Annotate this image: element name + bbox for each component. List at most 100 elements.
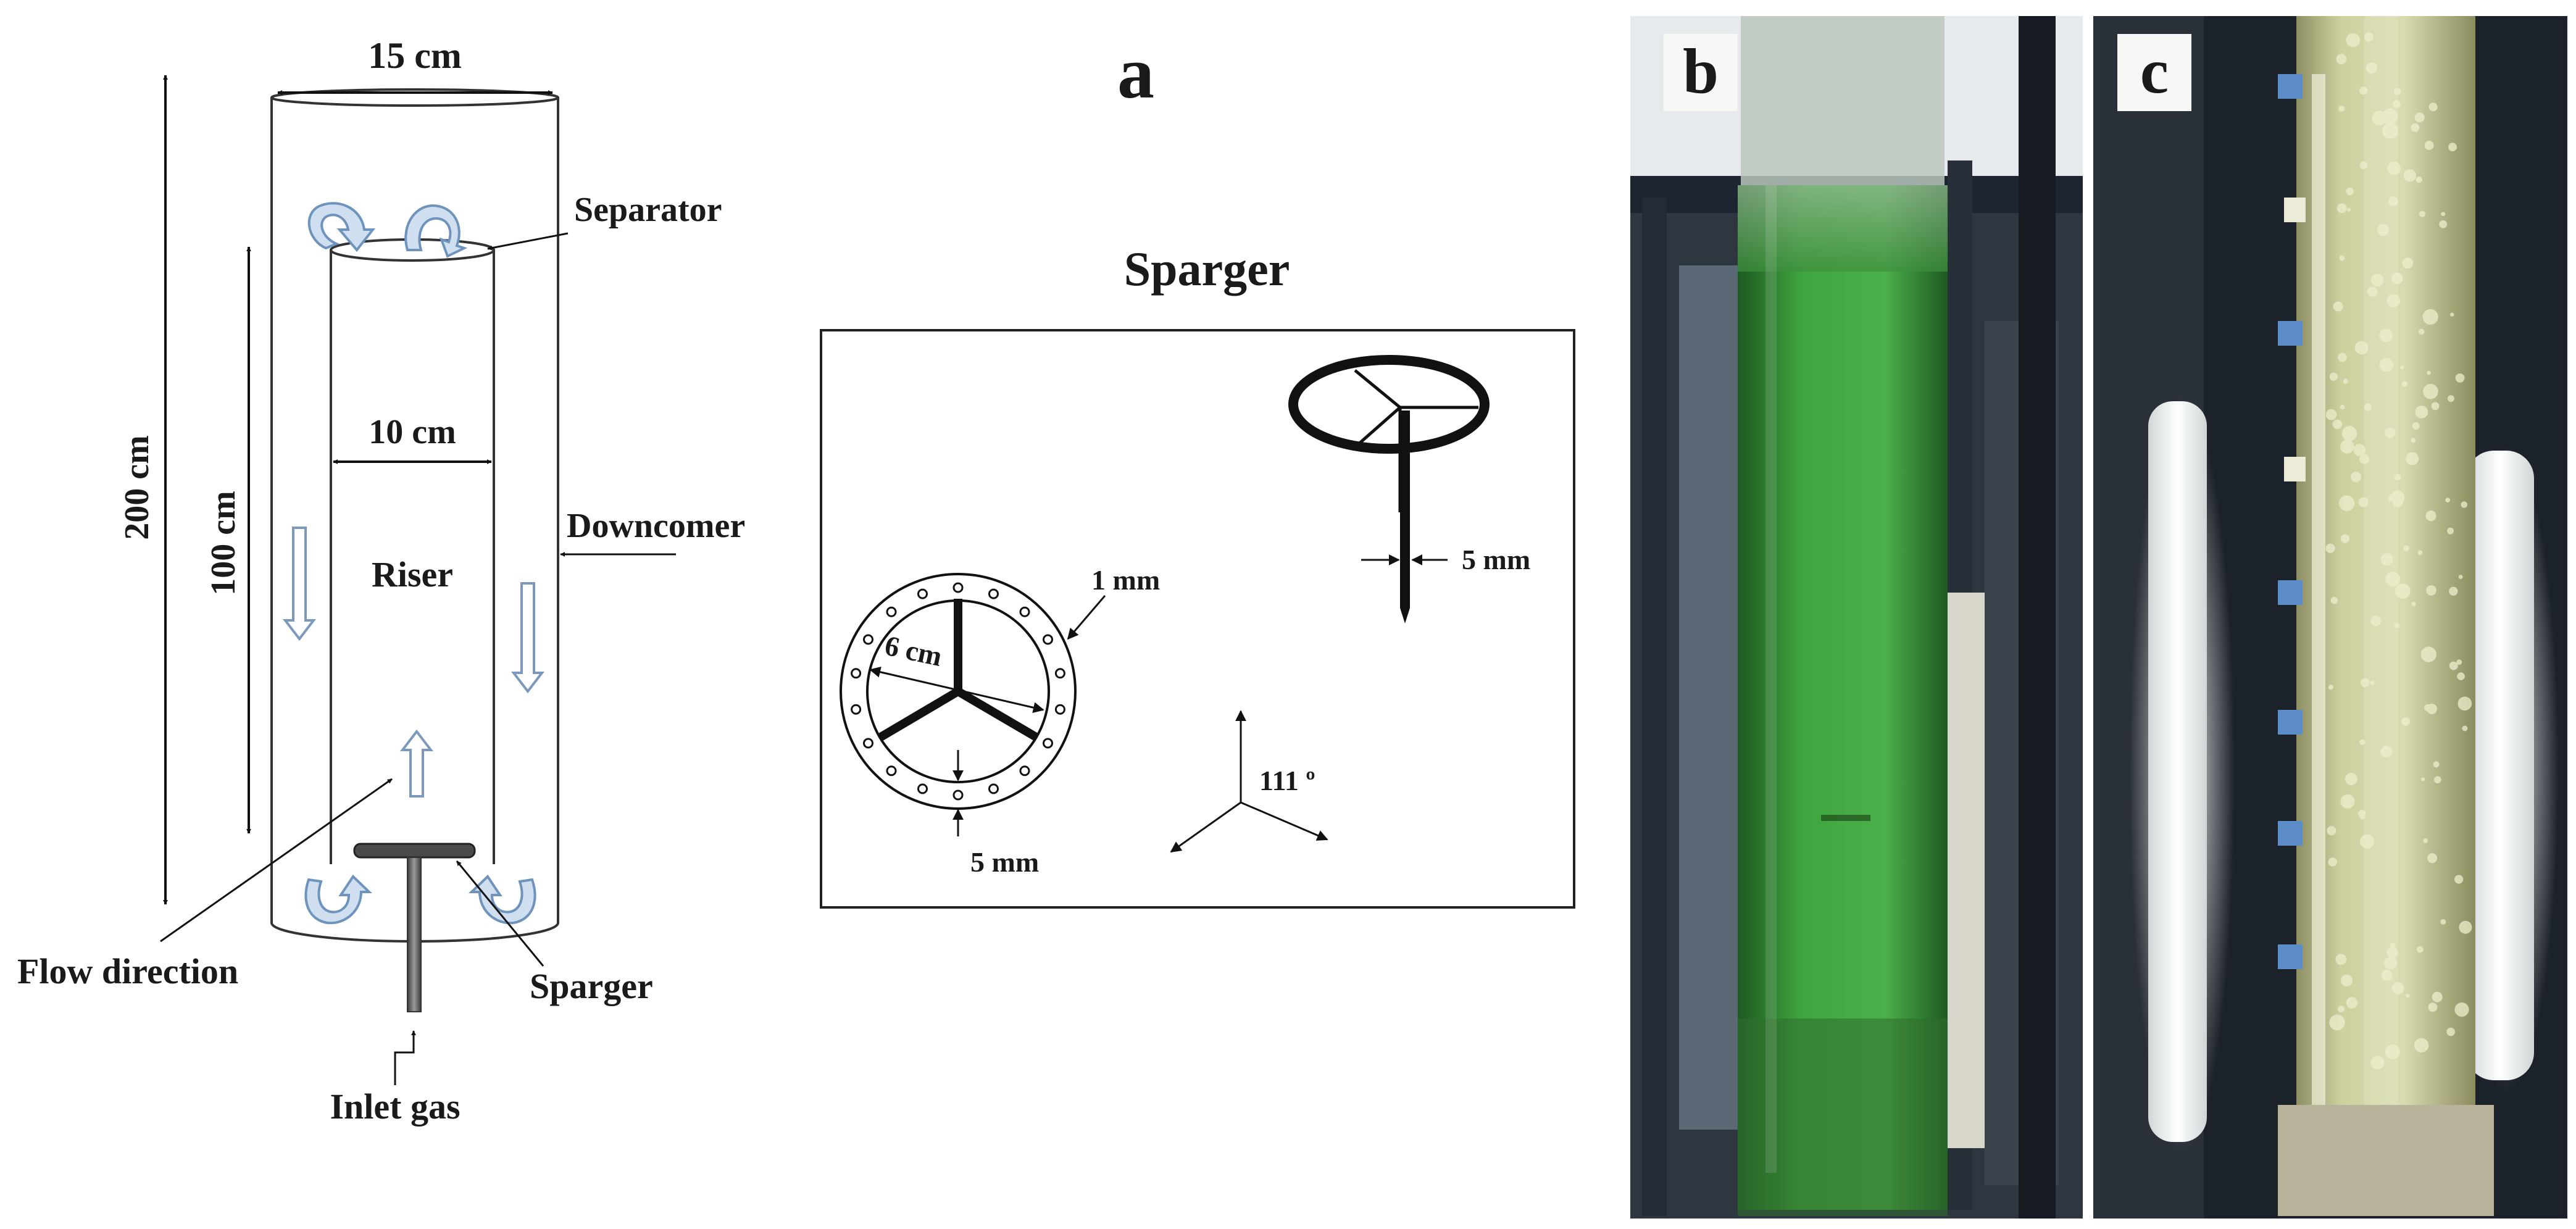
culture-bubble — [2401, 717, 2411, 726]
culture-bubble — [2458, 575, 2463, 579]
label-sparger: Sparger — [530, 966, 653, 1006]
culture-bubble — [2440, 919, 2446, 925]
culture-bubble — [2335, 954, 2347, 965]
culture-bubble — [2403, 169, 2416, 182]
culture-bubble — [2454, 875, 2464, 884]
culture-bubble — [2385, 1044, 2400, 1059]
culture-bubble — [2432, 991, 2443, 1002]
culture-bubble — [2414, 112, 2425, 123]
culture-bubble — [2387, 161, 2401, 175]
culture-bubble — [2454, 1002, 2469, 1017]
photo-c-frame — [2092, 15, 2569, 1220]
culture-bubble — [2456, 659, 2462, 665]
sparger-hole — [851, 668, 862, 679]
sparger-hole — [1043, 634, 1053, 645]
culture-bubble — [2428, 102, 2438, 112]
label-downcomer: Downcomer — [567, 507, 745, 545]
culture-bubble — [2336, 203, 2347, 214]
label-inlet-gas: Inlet gas — [330, 1086, 460, 1127]
culture-bubble — [2455, 373, 2465, 383]
culture-bubble — [2462, 725, 2468, 731]
culture-bubble — [2459, 920, 2472, 934]
culture-bubble — [2329, 1014, 2345, 1031]
leader-separator — [487, 232, 569, 251]
label-arm-angle: 111 º — [1259, 765, 1315, 796]
culture-bubble — [2423, 383, 2438, 399]
culture-bubble — [2382, 970, 2393, 981]
culture-bubble — [2426, 585, 2436, 596]
culture-bubble — [2412, 422, 2420, 430]
culture-bubble — [2394, 623, 2400, 628]
down-arrow-left — [282, 527, 317, 641]
culture-bubble — [2431, 402, 2440, 410]
culture-bubble — [2461, 501, 2468, 508]
culture-bubble — [2359, 86, 2368, 95]
photo-b — [1630, 15, 2083, 1219]
culture-bubble — [2449, 586, 2458, 596]
culture-bubble — [2338, 1006, 2345, 1012]
culture-bubble — [2358, 809, 2366, 817]
culture-bubble — [2391, 272, 2403, 285]
sparger-hole — [952, 789, 964, 801]
culture-bubble — [2414, 1038, 2429, 1053]
culture-bubble — [2380, 746, 2393, 758]
culture-bubble — [2384, 956, 2397, 970]
culture-bubble — [2428, 1002, 2438, 1012]
leader-hole-size — [1067, 595, 1106, 640]
culture-bubble — [2339, 255, 2345, 261]
sparger-hole — [952, 582, 964, 593]
culture-bubble — [2377, 224, 2390, 236]
panel-label-a: a — [1117, 31, 1154, 114]
culture-bubble — [2385, 427, 2396, 438]
culture-bubble — [2340, 534, 2350, 543]
culture-bubble — [2367, 286, 2378, 297]
culture-bubble — [2434, 776, 2441, 783]
culture-bubble — [2399, 365, 2404, 370]
sparger-hole — [1043, 738, 1053, 749]
label-inner-diameter: 10 cm — [369, 413, 456, 451]
culture-bubble — [2425, 510, 2436, 522]
label-riser: Riser — [372, 554, 453, 594]
culture-bubble — [2359, 739, 2366, 745]
circulation-arrow-bottom-left — [304, 874, 372, 925]
leader-inlet-gas — [394, 1030, 416, 1085]
leader-flow-direction — [160, 778, 393, 943]
culture-bubble — [2411, 602, 2416, 607]
label-outer-diameter: 15 cm — [368, 35, 462, 76]
sparger-hole — [917, 588, 928, 599]
culture-bubble — [2340, 794, 2355, 809]
label-stem-width: 5 mm — [1462, 544, 1530, 575]
culture-bubble — [2415, 406, 2428, 419]
panel-label-c-bg — [2117, 34, 2191, 111]
culture-bubble — [2417, 946, 2424, 953]
culture-bubble — [2338, 106, 2345, 112]
sparger-hole — [1019, 606, 1030, 617]
culture-bubble — [2327, 826, 2336, 836]
culture-bubble — [2346, 187, 2354, 196]
sparger-hole — [863, 738, 873, 749]
culture-bubble — [2392, 100, 2401, 109]
culture-bubble — [2359, 161, 2368, 169]
culture-bubble — [2338, 352, 2347, 362]
culture-bubble — [2406, 452, 2419, 465]
sparger-hole — [886, 606, 897, 617]
angle-axes — [1170, 710, 1328, 853]
sparger-detail-frame — [820, 329, 1575, 909]
culture-bubble — [2403, 545, 2410, 552]
culture-bubble — [2427, 370, 2431, 375]
culture-bubble — [2351, 472, 2362, 483]
culture-bubble — [2385, 572, 2401, 587]
culture-bubble — [2346, 33, 2361, 48]
culture-bubble — [2340, 974, 2353, 986]
culture-bubble — [2329, 372, 2338, 381]
culture-bubble — [2330, 596, 2338, 604]
label-ring-width: 5 mm — [970, 846, 1039, 878]
sparger-hole — [1054, 704, 1065, 715]
culture-bubble — [2379, 328, 2393, 343]
culture-bubble — [2441, 212, 2446, 217]
culture-bubble — [2359, 454, 2370, 464]
sparger-hole — [1054, 668, 1065, 679]
dim-ring-diameter — [869, 666, 1044, 714]
culture-bubble — [2370, 615, 2382, 627]
